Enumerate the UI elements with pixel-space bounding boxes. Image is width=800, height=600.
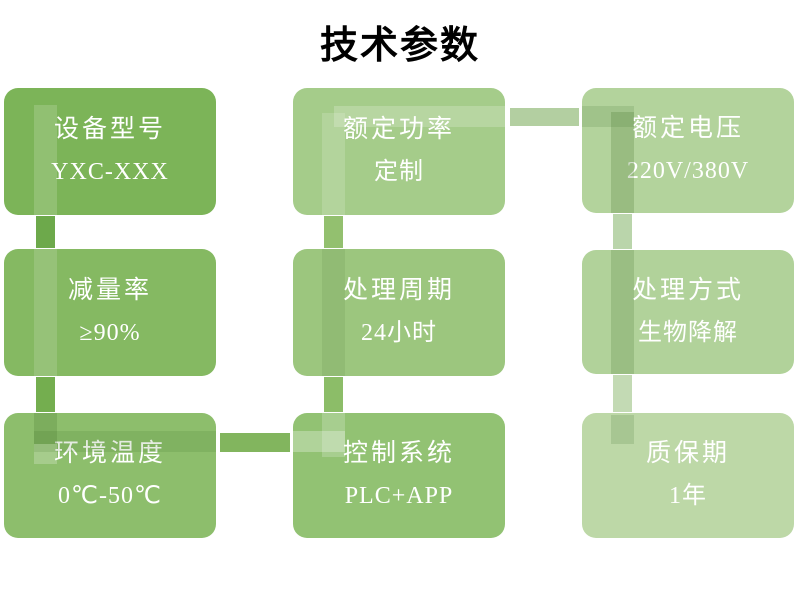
connector-left-gap-1-4: [36, 216, 55, 248]
connector-right-over-card6: [611, 250, 634, 374]
page-title: 技术参数: [319, 23, 480, 67]
card-label: 设备型号: [53, 116, 166, 144]
connector-middle-over-card2: [322, 113, 345, 215]
card-value: 生物降解: [638, 319, 738, 346]
card-label: 处理方式: [631, 276, 744, 304]
card-label: 控制系统: [342, 440, 455, 468]
connector-top-gap-2-3: [510, 108, 579, 126]
connector-bottom-over-card7: [34, 431, 216, 452]
connector-right-gap-3-6: [613, 214, 632, 249]
card-value: PLC+APP: [344, 483, 454, 510]
connector-top-over-card2: [334, 106, 507, 127]
connector-right-over-card9: [611, 415, 634, 444]
card-label: 额定电压: [631, 115, 744, 143]
param-card-rated-power: 额定功率 定制: [293, 88, 505, 215]
param-card-warranty: 质保期 1年: [582, 413, 794, 538]
card-value: ≥90%: [79, 320, 141, 347]
param-card-processing-cycle: 处理周期 24小时: [293, 249, 505, 376]
connector-left-over-card1: [34, 105, 57, 215]
connector-top-over-card3: [582, 106, 634, 127]
card-label: 质保期: [645, 440, 730, 468]
param-card-rated-voltage: 额定电压 220V/380V: [582, 88, 794, 213]
card-value: YXC-XXX: [51, 159, 169, 186]
card-value: 0℃-50℃: [58, 483, 162, 510]
connector-left-end-cap: [34, 444, 57, 464]
connector-left-over-card4: [34, 249, 57, 376]
card-value: 220V/380V: [626, 158, 750, 185]
connector-middle-over-card8: [322, 413, 345, 457]
card-label: 处理周期: [342, 277, 455, 305]
connector-right-over-card3: [611, 112, 634, 213]
param-card-processing-method: 处理方式 生物降解: [582, 250, 794, 374]
connector-left-gap-4-7: [36, 377, 55, 412]
connector-left-over-card7: [34, 413, 57, 444]
param-card-control-system: 控制系统 PLC+APP: [293, 413, 505, 538]
card-value: 1年: [669, 483, 707, 510]
card-label: 环境温度: [53, 440, 166, 468]
param-card-ambient-temperature: 环境温度 0℃-50℃: [4, 413, 216, 538]
connector-right-gap-6-9: [613, 375, 632, 412]
connector-middle-over-card5: [322, 249, 345, 376]
connector-middle-gap-2-5: [324, 216, 343, 248]
connector-bottom-over-card8: [293, 431, 345, 452]
card-label: 减量率: [67, 277, 152, 305]
connector-bottom-gap-7-8: [220, 433, 290, 452]
card-value: 24小时: [361, 320, 437, 347]
param-card-device-model: 设备型号 YXC-XXX: [4, 88, 216, 215]
param-card-reduction-rate: 减量率 ≥90%: [4, 249, 216, 376]
card-label: 额定功率: [342, 116, 455, 144]
connector-middle-gap-5-8: [324, 377, 343, 412]
card-value: 定制: [374, 159, 424, 186]
